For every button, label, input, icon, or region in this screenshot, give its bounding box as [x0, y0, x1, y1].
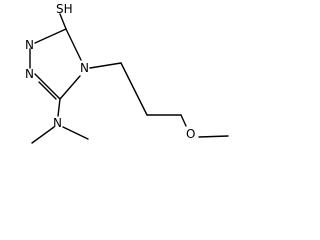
- atom-namine-label: N: [53, 116, 62, 130]
- bond-c3-n4: [65, 28, 82, 61]
- bond-ch2a-ch2b: [120, 62, 148, 116]
- bond-n1-c5: [34, 73, 61, 100]
- structure-canvas: SH N N N N O: [25, 2, 229, 144]
- atom-n2-label: N: [25, 38, 34, 52]
- bond-c3-s: [59, 13, 67, 30]
- atom-n1-label: N: [25, 67, 34, 81]
- bond-namine-methyl-right: [62, 126, 89, 140]
- molecule-structure: SH N N N N O: [25, 2, 229, 144]
- atom-n4-label: N: [80, 61, 89, 75]
- bond-o-ch3: [198, 135, 229, 138]
- atom-o-label: O: [186, 127, 195, 141]
- bond-c3-n2: [34, 28, 67, 44]
- bond-c5-n4: [59, 75, 81, 100]
- bonds: [29, 13, 229, 144]
- bond-namine-methyl-left: [31, 126, 55, 144]
- bond-c5-namine: [57, 98, 61, 117]
- atom-sh-label: SH: [56, 2, 73, 16]
- bond-n4-ch2a: [89, 62, 122, 69]
- bond-n1-c5-double: [38, 81, 57, 100]
- bond-ch2c-o: [180, 114, 187, 127]
- atom-labels: SH N N N N O: [25, 2, 195, 141]
